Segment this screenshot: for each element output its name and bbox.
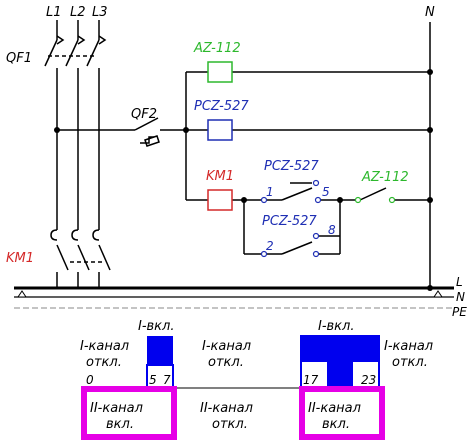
ch1-off-a-line2: откл. (86, 355, 122, 370)
terminal-circles (260, 179, 396, 258)
phase-label-l3: L3 (92, 5, 108, 20)
breaker-ctrl-label: QF2 (131, 107, 157, 122)
phase-label-l1: L1 (46, 5, 62, 20)
contactor-km1-label: KM1 (206, 169, 234, 184)
pin-1-label: 1 (266, 185, 274, 199)
bus-pe-label: PE (452, 305, 467, 319)
ch2-off-line1: II-канал (200, 401, 253, 416)
tick-17: 17 (303, 373, 319, 387)
phase-conductors (44, 20, 111, 288)
relay-coil-az112 (207, 61, 233, 83)
channel2-on-block-a (81, 386, 177, 440)
neutral-label: N (425, 5, 435, 20)
ch1-on-label-b: I-вкл. (318, 319, 354, 334)
relay-pcz527-label: PCZ-527 (194, 99, 249, 114)
pin-8-label: 8 (328, 223, 336, 237)
bus-bars (14, 285, 454, 309)
ch2-on-b-line2: вкл. (322, 417, 350, 432)
az112-contact-label: AZ-112 (361, 170, 409, 185)
contactor-main-label: KM1 (6, 251, 34, 266)
pin-2-label: 2 (266, 239, 274, 253)
ch2-on-a-line1: II-канал (90, 401, 143, 416)
timer-contact-label-1: PCZ-527 (264, 159, 319, 174)
ch1-off-a-line1: I-канал (80, 339, 129, 354)
ch1-off-b-line1: I-канал (202, 339, 251, 354)
tick-23: 23 (361, 373, 376, 387)
bus-n-label: N (456, 290, 465, 304)
tick-0: 0 (86, 373, 94, 387)
ch1-off-b-line2: откл. (208, 355, 244, 370)
junction-dots (54, 69, 433, 203)
ch2-on-b-line1: II-канал (308, 401, 361, 416)
phase-label-l2: L2 (70, 5, 86, 20)
ch1-on-label-a: I-вкл. (138, 319, 174, 334)
ch2-on-a-line2: вкл. (106, 417, 134, 432)
channel2-on-block-b (299, 386, 385, 440)
tick-7: 7 (163, 373, 171, 387)
bus-l-label: L (456, 275, 463, 289)
timer-contact-label-2: PCZ-527 (262, 214, 317, 229)
breaker-main-label: QF1 (6, 51, 32, 66)
ch2-off-line2: откл. (212, 417, 248, 432)
contactor-coil-km1 (207, 189, 233, 211)
timeline-blocks (81, 335, 385, 440)
relay-coil-pcz527 (207, 119, 233, 141)
relay-az112-label: AZ-112 (193, 41, 241, 56)
ch1-off-c-line1: I-канал (384, 339, 433, 354)
ch1-off-c-line2: откл. (392, 355, 428, 370)
tick-5: 5 (149, 373, 157, 387)
pin-5-label: 5 (322, 185, 330, 199)
